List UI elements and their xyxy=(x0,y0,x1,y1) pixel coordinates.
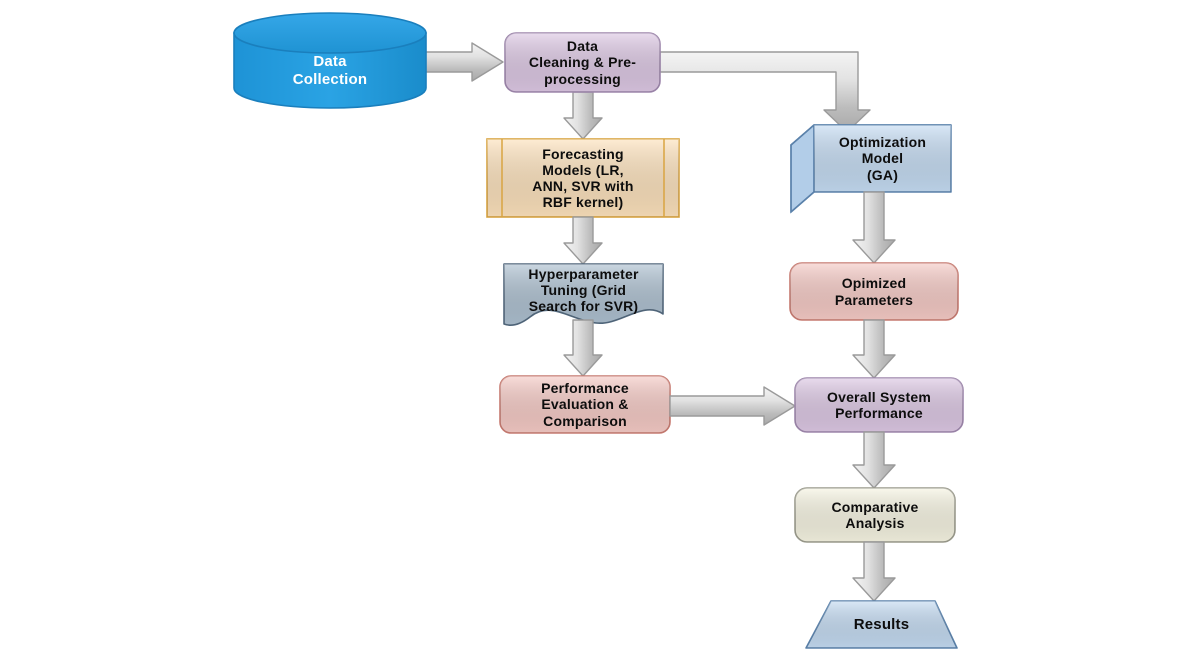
edge-collection-to-cleaning xyxy=(417,42,504,82)
edge-cleaning-to-forecasting xyxy=(563,91,603,140)
node-overall-system-performance[interactable] xyxy=(794,377,964,433)
edge-cleaning-to-optimization xyxy=(659,51,871,133)
node-forecasting-models[interactable] xyxy=(486,138,680,218)
node-optimized-parameters[interactable] xyxy=(789,262,959,321)
edge-overall-to-comparative xyxy=(852,431,896,489)
edge-comparative-to-results xyxy=(852,541,896,602)
node-performance-evaluation[interactable] xyxy=(499,375,671,434)
node-comparative-analysis[interactable] xyxy=(794,487,956,543)
node-data-collection[interactable] xyxy=(233,12,427,109)
node-optimization-model[interactable] xyxy=(790,124,952,214)
edge-forecasting-to-tuning xyxy=(563,216,603,265)
edge-tuning-to-evaluation xyxy=(563,319,603,377)
edge-evaluation-to-overall xyxy=(669,386,796,426)
node-results[interactable] xyxy=(805,600,958,649)
node-hyperparameter-tuning[interactable] xyxy=(503,263,664,326)
node-data-cleaning[interactable] xyxy=(504,32,661,93)
edge-optimization-to-parameters xyxy=(852,191,896,264)
edge-parameters-to-overall xyxy=(852,319,896,379)
